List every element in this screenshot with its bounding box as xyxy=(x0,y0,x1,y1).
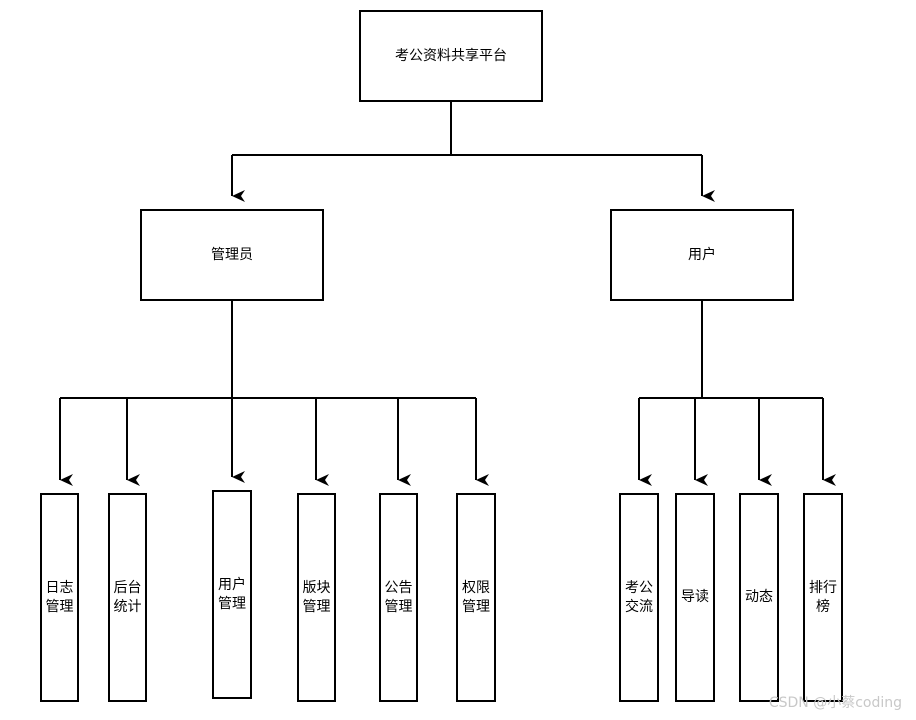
leaf-user-management: 用户 管理 xyxy=(212,490,252,699)
leaf-line: 导读 xyxy=(681,589,709,605)
leaf-permission-management: 权限 管理 xyxy=(456,493,496,702)
leaf-line: 动态 xyxy=(745,589,773,605)
leaf-line: 权限 xyxy=(462,579,490,596)
leaf-notice-management: 公告 管理 xyxy=(379,493,418,702)
leaf-line: 管理 xyxy=(218,595,246,612)
leaf-line: 版块 xyxy=(302,579,331,596)
leaf-line: 管理 xyxy=(302,598,331,615)
leaf-line: 管理 xyxy=(384,598,413,615)
user-node: 用户 xyxy=(610,209,794,301)
leaf-news-feed: 动态 xyxy=(739,493,779,702)
watermark-text: CSDN @小蔡coding xyxy=(768,695,902,711)
root-label: 考公资料共享平台 xyxy=(395,47,507,64)
leaf-line: 公告 xyxy=(384,579,413,596)
leaf-line: 后台 xyxy=(113,579,142,596)
admin-label: 管理员 xyxy=(211,246,253,263)
leaf-line: 统计 xyxy=(113,598,142,615)
leaf-backend-stats: 后台 统计 xyxy=(108,493,147,702)
leaf-line: 排行 xyxy=(809,579,837,596)
admin-node: 管理员 xyxy=(140,209,324,301)
leaf-exam-exchange: 考公 交流 xyxy=(619,493,659,702)
leaf-log-management: 日志 管理 xyxy=(40,493,79,702)
leaf-line: 用户 xyxy=(218,576,246,593)
leaf-guide-reading: 导读 xyxy=(675,493,715,702)
root-node: 考公资料共享平台 xyxy=(359,10,543,102)
leaf-line: 日志 xyxy=(45,579,74,596)
leaf-line: 考公 xyxy=(625,579,653,596)
leaf-line: 管理 xyxy=(45,598,74,615)
leaf-line: 交流 xyxy=(625,598,653,615)
leaf-ranking: 排行 榜 xyxy=(803,493,843,702)
leaf-line: 管理 xyxy=(462,598,490,615)
leaf-line: 榜 xyxy=(816,598,830,615)
leaf-board-management: 版块 管理 xyxy=(297,493,336,702)
user-label: 用户 xyxy=(688,246,716,263)
